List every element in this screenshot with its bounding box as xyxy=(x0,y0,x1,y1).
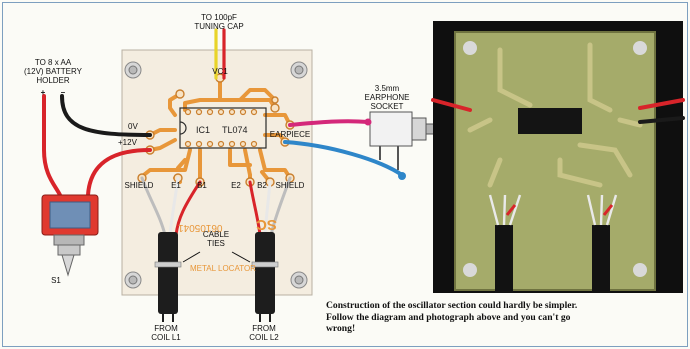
caption-line: Follow the diagram and photograph above … xyxy=(326,311,571,323)
label-shield-right: SHIELD xyxy=(275,181,305,190)
switch-s1 xyxy=(41,194,99,277)
board-silk: METAL LOCATOR xyxy=(190,264,256,273)
label-ic1: IC1 xyxy=(196,125,211,135)
label-plus: + xyxy=(40,88,46,97)
ic1-chip xyxy=(179,107,267,149)
wire-tuning-cap xyxy=(214,28,226,80)
wire-earpiece-pink xyxy=(288,119,370,127)
label-battery-holder: TO 8 x AA (12V) BATTERY HOLDER xyxy=(24,58,82,85)
label-earpiece: EARPIECE xyxy=(269,130,311,139)
label-0v: 0V xyxy=(128,122,138,131)
label-vc1: VC1 xyxy=(212,67,228,76)
mounting-hole xyxy=(124,271,142,289)
label-earphone-socket: 3.5mm EARPHONE SOCKET xyxy=(364,84,410,111)
wire-battery-negative xyxy=(60,94,152,137)
coil-l1-cable xyxy=(154,232,182,322)
label-ic-part: TL074 xyxy=(222,125,248,135)
mounting-hole xyxy=(290,61,308,79)
photo-ic xyxy=(518,108,582,134)
label-shield-left: SHIELD xyxy=(124,181,154,190)
ic1-pins xyxy=(184,108,258,148)
wire-switch-to-board xyxy=(86,148,152,197)
label-cable-ties: CABLE TIES xyxy=(202,230,230,248)
label-b2: B2 xyxy=(257,181,267,190)
label-minus: – xyxy=(60,88,66,97)
earphone-socket xyxy=(364,111,435,180)
label-e2: E2 xyxy=(231,181,241,190)
label-switch-s1: S1 xyxy=(51,276,61,285)
mounting-hole xyxy=(290,271,308,289)
coil-l2-cable xyxy=(251,232,279,322)
wire-coil-l1 xyxy=(140,176,202,237)
caption-line: wrong! xyxy=(326,323,356,334)
figure-caption: Construction of the oscillator section c… xyxy=(326,300,682,335)
label-tuning-cap: TO 100pF TUNING CAP xyxy=(194,13,244,31)
mounting-hole xyxy=(124,61,142,79)
diagram-pcb-board xyxy=(121,49,313,296)
cable-ties-arrows xyxy=(182,251,251,263)
board-code: 06105041 xyxy=(178,222,223,233)
label-from-coil-l2: FROM COIL L2 xyxy=(249,324,279,342)
wire-coil-l2 xyxy=(248,176,292,237)
label-from-coil-l1: FROM COIL L1 xyxy=(151,324,181,342)
caption-line: Construction of the oscillator section c… xyxy=(326,300,578,311)
wire-earpiece-blue xyxy=(283,140,404,177)
photo-traces xyxy=(467,42,643,188)
board-logo: SC xyxy=(256,216,277,233)
photo-coil-cables xyxy=(488,194,618,293)
label-b1: B1 xyxy=(197,181,207,190)
wire-battery-positive xyxy=(42,94,62,197)
label-plus-12v: +12V xyxy=(118,138,137,147)
label-e1: E1 xyxy=(171,181,181,190)
pcb-photograph xyxy=(431,21,685,293)
